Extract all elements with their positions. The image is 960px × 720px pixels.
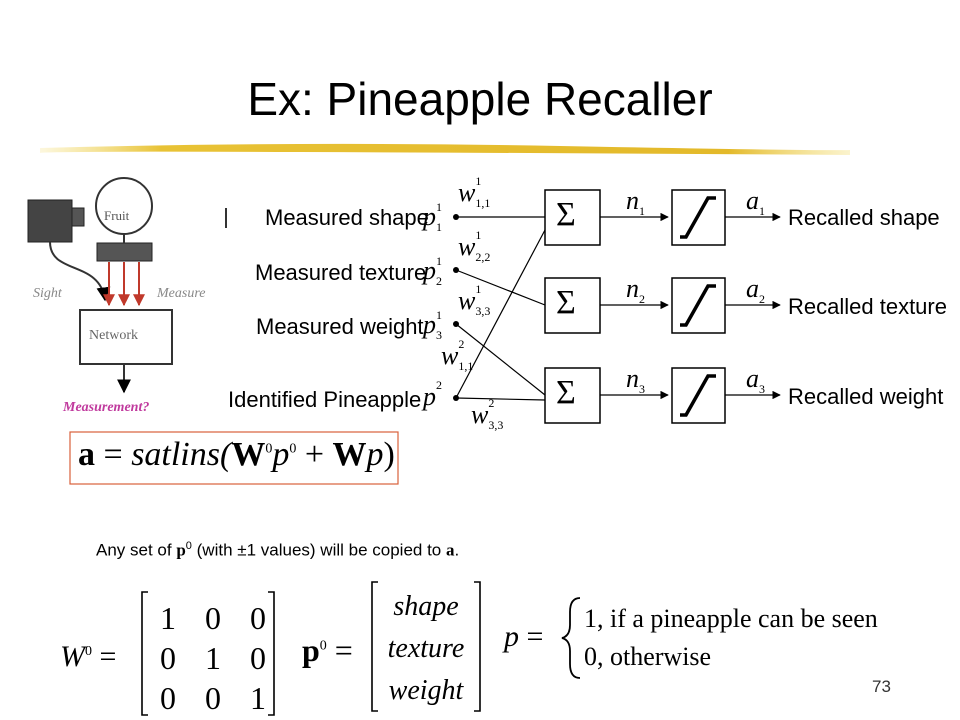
W0-label: W0 = [60,640,117,673]
weight-label-1: w11,1 [458,174,491,211]
input-symbol-p3: p13 [423,308,442,343]
scale-plate [96,242,153,262]
p-cases: 1, if a pineapple can be seen 0, otherwi… [584,604,878,671]
input-symbol-p1: p11 [423,200,442,235]
output-label-shape: Recalled shape [788,205,940,230]
network-diagram [455,212,781,401]
p0-brackets [371,581,481,712]
net-label-3: n3 [626,364,645,397]
cases-brace [561,597,581,679]
output-label-weight: Recalled weight [788,384,944,409]
measure-label: Measure [157,286,206,301]
sight-cable [49,241,111,302]
fruit-label: Fruit [104,208,130,223]
sight-label: Sight [33,286,62,301]
input-label-texture: Measured texture [255,260,427,285]
satlins-box-3 [671,367,726,424]
sum-boxes [544,189,601,424]
transfer-boxes [671,189,726,424]
weight-label-5: w23,3 [471,396,504,433]
input-symbol-p4: p2 [423,378,442,411]
out-label-3: a3 [746,364,765,397]
measurement-label: Measurement? [63,400,150,415]
W0-brackets [141,591,275,716]
slide-title: Ex: Pineapple Recaller [247,73,713,125]
weight-label-3: w13,3 [458,282,491,319]
input-label-pineapple: Identified Pineapple [228,387,422,412]
camera-lens [71,207,85,227]
weight-label-2: w12,2 [458,228,491,265]
output-label-texture: Recalled texture [788,294,947,319]
input-label-weight: Measured weight [256,314,424,339]
net-label-1: n1 [626,186,645,219]
input-nodes [453,214,459,401]
network-label: Network [89,328,138,343]
input-symbol-p2: p12 [423,254,442,289]
camera-body [27,199,73,243]
weight-label-4: w21,1 [441,337,474,374]
page-number: 73 [872,677,891,696]
out-label-2: a2 [746,274,765,307]
net-label-2: n2 [626,274,645,307]
sum-symbol-1: Σ [556,196,576,233]
p0-label: p0 = [302,632,353,668]
p-label: p = [504,620,544,653]
out-label-1: a1 [746,186,765,219]
p0-vector: shape texture weight [387,591,465,706]
copy-note: Any set of p0 (with ±1 values) will be c… [96,540,460,560]
satlins-box-1 [671,189,726,246]
network-box [79,309,173,365]
sum-symbol-2: Σ [556,284,576,321]
title-underline [40,143,850,155]
satlins-equation: a = satlins(W0p0 + Wp) [78,436,395,473]
fruit-circle [95,177,153,235]
input-label-shape: Measured shape [265,205,429,230]
sum-symbol-3: Σ [556,374,576,411]
fruit-sketch [27,177,227,394]
equation-box [69,431,399,485]
satlins-box-2 [671,277,726,334]
